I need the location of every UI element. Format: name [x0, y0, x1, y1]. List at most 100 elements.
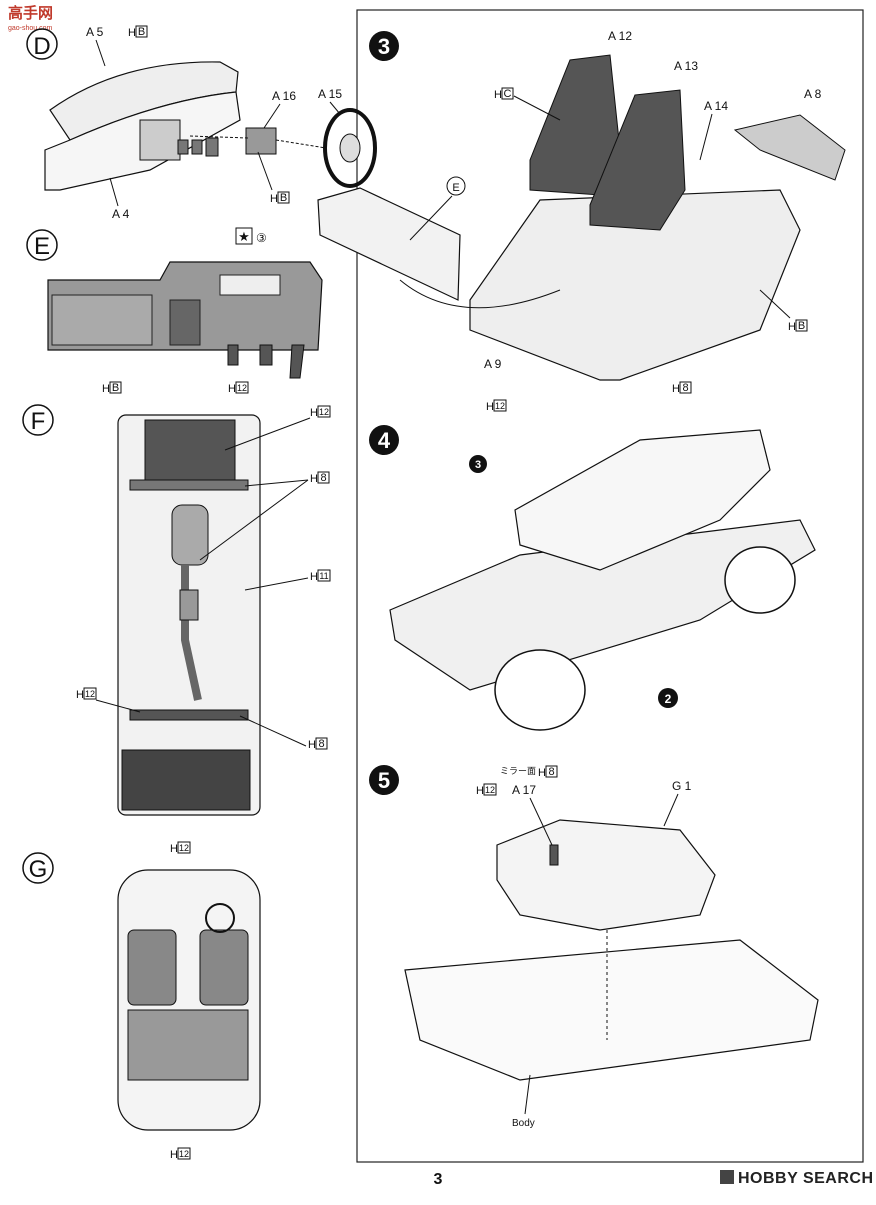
- step-3-number: 3: [378, 34, 390, 59]
- ref-2-badge: [658, 688, 678, 708]
- code-box: [83, 687, 97, 700]
- watermark-url: gao-shou.com: [8, 25, 53, 32]
- code-h: H: [270, 193, 278, 205]
- code-h: H: [788, 321, 796, 333]
- section-d: D A 5 H B A 16 A 15 A 4 H B: [26, 25, 377, 221]
- leader-line: [263, 103, 281, 129]
- leader-line: [409, 195, 453, 241]
- pedal-2: [191, 139, 203, 155]
- mirror-label: ミラー面: [500, 766, 536, 776]
- section-g: G H 12 H 12: [22, 841, 261, 1161]
- leader-line: [513, 95, 561, 121]
- steps-frame: [356, 9, 864, 1163]
- step-4-number: 4: [378, 428, 391, 453]
- dashboard-center-console: [139, 119, 181, 161]
- section-e-badge: [26, 229, 58, 261]
- code-box: [795, 319, 808, 332]
- part-label-a9: A 9: [484, 357, 502, 371]
- part-label-a15: A 15: [318, 87, 342, 101]
- star-box: [235, 227, 253, 245]
- front-seat-left: [127, 929, 177, 1006]
- section-e: E ★ ③ H B H 12: [26, 227, 323, 395]
- mirror-part-a17: [549, 844, 559, 866]
- code-box: [315, 737, 328, 750]
- part-label-a14: A 14: [704, 99, 728, 113]
- section-f-badge: [22, 404, 54, 436]
- gauge-cluster: [219, 274, 281, 296]
- code-box-text: 12: [495, 401, 505, 411]
- watermark-logo-text: 高手网: [8, 4, 53, 22]
- leader-line: [244, 577, 309, 591]
- section-g-badge: [22, 852, 54, 884]
- assembly-wire: [399, 279, 561, 309]
- leader-line: [244, 479, 309, 487]
- code-box: [177, 1147, 191, 1160]
- code-box: [235, 381, 249, 394]
- leader-line: [199, 479, 309, 561]
- step-5-badge: [369, 765, 399, 795]
- code-h: H: [102, 383, 110, 395]
- code-box-text: B: [280, 192, 287, 204]
- front-wheel: [494, 649, 586, 731]
- code-h: H: [486, 401, 494, 413]
- transmission: [171, 504, 209, 566]
- leader-line: [239, 715, 307, 747]
- pedal-2: [259, 344, 273, 366]
- window-glass-g1: [496, 819, 716, 931]
- code-box-text: C: [504, 88, 512, 100]
- code-box: [493, 399, 507, 412]
- leader-line: [529, 797, 553, 846]
- code-box-text: 8: [548, 766, 554, 778]
- section-d-letter: D: [33, 33, 50, 60]
- glovebox-panel: [51, 294, 153, 346]
- ref-3-number: 3: [475, 459, 481, 471]
- code-box: [317, 405, 331, 418]
- section-d-badge: [26, 28, 58, 60]
- code-box-text: 8: [318, 738, 324, 750]
- step-3-badge: [369, 31, 399, 61]
- rear-axle: [129, 709, 249, 721]
- code-box: [317, 569, 331, 582]
- seat-a13: [589, 89, 686, 231]
- code-box-text: 8: [320, 472, 326, 484]
- steering-hub: [339, 133, 361, 163]
- front-seat-right: [199, 929, 249, 1006]
- section-g-letter: G: [29, 856, 48, 883]
- code-box-text: 12: [179, 1149, 189, 1159]
- car-body: [404, 939, 819, 1081]
- code-box-text: 12: [85, 689, 95, 699]
- code-box-text: 12: [179, 843, 189, 853]
- code-box: [545, 765, 558, 778]
- engine-block: [144, 419, 236, 491]
- code-box-text: B: [138, 26, 145, 38]
- code-box-text: 8: [682, 382, 688, 394]
- code-h: H: [310, 407, 318, 419]
- code-h: H: [672, 383, 680, 395]
- watermark-logo: 高手网 gao-shou.com: [8, 4, 53, 32]
- leader-line: [95, 699, 141, 713]
- code-box-text: 11: [319, 571, 328, 581]
- steering-column-part: [245, 127, 277, 155]
- steering-wheel-top: [205, 903, 235, 933]
- dashboard-unit-e: [317, 187, 461, 301]
- step-5-number: 5: [378, 768, 390, 793]
- leader-line: [524, 1074, 531, 1115]
- step-4-badge: [369, 425, 399, 455]
- step-4: 4 3 2: [369, 425, 816, 731]
- star-ref: ③: [256, 231, 267, 245]
- code-h: H: [310, 571, 318, 583]
- star-icon: ★: [238, 229, 250, 244]
- code-box-text: 12: [485, 785, 495, 795]
- code-h: H: [476, 785, 484, 797]
- catalyst: [179, 589, 199, 621]
- leader-line: [224, 417, 311, 451]
- pedal-1: [227, 344, 239, 366]
- code-box: [679, 381, 692, 394]
- part-label-a13: A 13: [674, 59, 698, 73]
- code-h: H: [494, 89, 502, 101]
- part-label-a5: A 5: [86, 25, 104, 39]
- pedal-1: [177, 139, 189, 155]
- code-h: H: [170, 843, 178, 855]
- leader-line: [95, 39, 106, 67]
